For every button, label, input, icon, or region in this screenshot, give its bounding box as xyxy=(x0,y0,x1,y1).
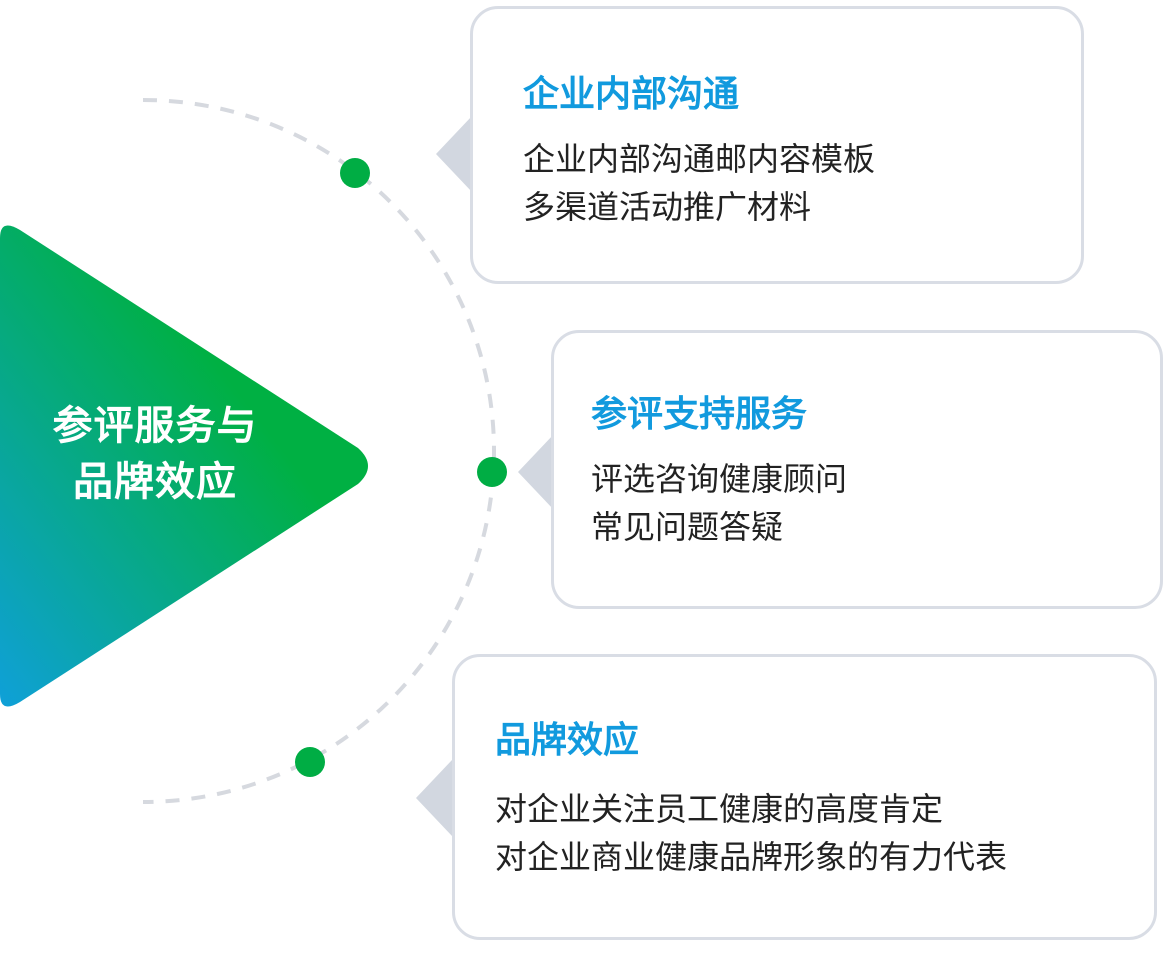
card-brand-effect: 品牌效应 对企业关注员工健康的高度肯定 对企业商业健康品牌形象的有力代表 xyxy=(452,654,1157,940)
card-title: 参评支持服务 xyxy=(591,394,808,435)
card-line: 企业内部沟通邮内容模板 xyxy=(523,140,876,178)
card-line: 评选咨询健康顾问 xyxy=(591,460,848,498)
center-title-line-1: 参评服务与 xyxy=(52,403,258,449)
center-title-line-2: 品牌效应 xyxy=(73,459,237,505)
connector-arc xyxy=(142,98,496,804)
card-pointer-3 xyxy=(416,760,452,836)
card-pointer-1 xyxy=(436,116,472,192)
connector-dot-1 xyxy=(340,158,370,188)
card-pointer-2 xyxy=(518,434,554,510)
connector-dot-3 xyxy=(295,747,325,777)
card-line: 对企业关注员工健康的高度肯定 xyxy=(495,790,944,828)
card-title: 企业内部沟通 xyxy=(523,74,740,115)
card-internal-communication: 企业内部沟通 企业内部沟通邮内容模板 多渠道活动推广材料 xyxy=(470,6,1084,284)
card-line: 多渠道活动推广材料 xyxy=(523,188,812,226)
card-title: 品牌效应 xyxy=(495,720,640,761)
center-triangle xyxy=(0,225,368,707)
card-evaluation-support: 参评支持服务 评选咨询健康顾问 常见问题答疑 xyxy=(551,330,1163,609)
card-line: 对企业商业健康品牌形象的有力代表 xyxy=(495,838,1008,876)
center-title: 参评服务与 品牌效应 xyxy=(20,398,290,510)
connector-dot-2 xyxy=(477,457,507,487)
card-line: 常见问题答疑 xyxy=(591,508,784,546)
